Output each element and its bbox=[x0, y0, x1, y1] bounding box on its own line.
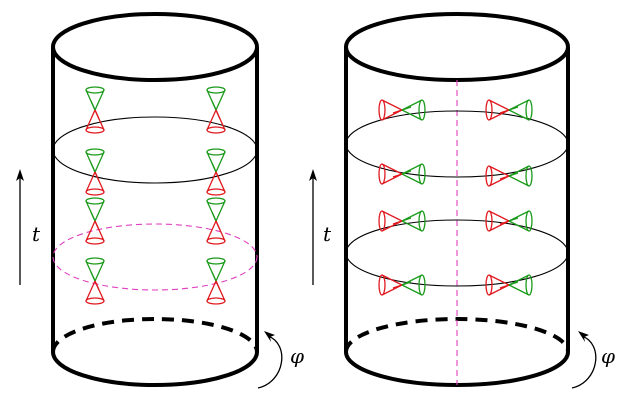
left-rotation-arrow bbox=[257, 331, 283, 389]
left-cylinder: t φ bbox=[16, 12, 304, 389]
light-cone-pair bbox=[206, 197, 226, 245]
tilted-light-cone-pair bbox=[485, 274, 533, 296]
light-cone-pair bbox=[85, 197, 105, 245]
light-cone-pair bbox=[85, 148, 105, 196]
light-cone-pair bbox=[85, 86, 105, 134]
tilted-light-cone-pair bbox=[378, 163, 426, 185]
left-cylinder-top-rim bbox=[51, 12, 259, 82]
left-time-arrow bbox=[16, 169, 24, 285]
right-cylinder-top-rim bbox=[344, 12, 570, 82]
right-slice-lower bbox=[345, 219, 569, 287]
left-cylinder-bottom-back-dashed bbox=[51, 317, 259, 353]
right-cylinder: t φ bbox=[309, 12, 615, 389]
tilted-light-cone-pair bbox=[485, 210, 533, 232]
left-cylinder-bottom-front bbox=[51, 351, 259, 387]
right-slice-upper bbox=[345, 110, 569, 178]
light-cone-pair bbox=[206, 257, 226, 305]
left-time-label: t bbox=[32, 222, 41, 246]
right-time-arrow bbox=[309, 169, 317, 285]
tilted-light-cone-pair bbox=[485, 99, 533, 121]
right-time-label: t bbox=[323, 222, 332, 246]
right-rotation-arrow bbox=[571, 331, 597, 389]
left-slice-highlighted bbox=[52, 223, 258, 291]
left-slice-upper bbox=[52, 116, 258, 184]
tilted-light-cone-pair bbox=[485, 165, 533, 187]
light-cone-pair bbox=[206, 86, 226, 134]
light-cone-pair bbox=[85, 257, 105, 305]
right-cylinder-bottom-back-dashed bbox=[344, 317, 570, 353]
light-cone-pair bbox=[206, 148, 226, 196]
tilted-light-cone-pair bbox=[378, 99, 426, 121]
right-angle-label: φ bbox=[601, 344, 615, 368]
left-angle-label: φ bbox=[290, 344, 304, 368]
